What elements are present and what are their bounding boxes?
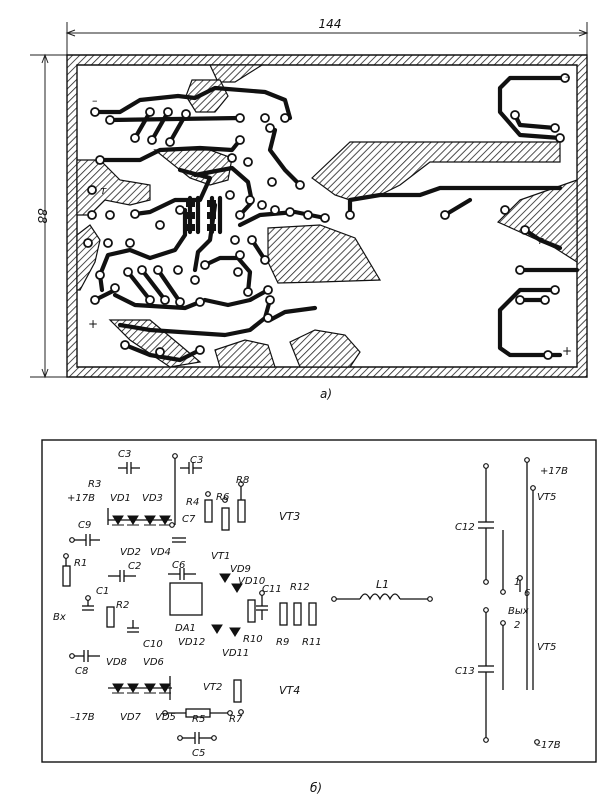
label-C12: C12 [455,522,475,533]
label-C2: C2 [128,561,141,572]
pcb-plus-right: + [562,344,572,358]
schematic-caption: б) [310,781,322,795]
label-L1: L1 [376,578,389,591]
label-R9: R9 [276,637,289,648]
label-C3a: C3 [118,449,131,460]
label-m17: –17В [70,712,95,723]
pcb-caption: а) [320,387,332,401]
label-C1: C1 [96,586,109,597]
schematic-labels: C3 C3 R3 R8 +17В VD1 VD3 R4 R6 C9 C7 VT3… [53,449,568,759]
label-VD1: VD1 [110,493,131,504]
label-p17r: +17В [540,466,568,477]
schematic-diodes [112,515,243,694]
dim-width-label: 144 [319,17,342,31]
label-R4: R4 [186,497,199,508]
copper-pours [76,64,578,368]
label-VD10: VD10 [238,576,265,587]
label-R11: R11 [302,637,322,648]
label-VT3: VT3 [279,510,300,523]
label-Bx: Вх [53,612,66,623]
pcb-minus-right: – [565,70,571,83]
schematic-terminals [63,453,540,745]
pcb-t-left: т [100,184,107,197]
pcb-ic-pads [186,200,216,231]
label-VT5b: VT5 [537,642,556,653]
label-C6: C6 [172,560,185,571]
label-C3b: C3 [190,455,203,466]
pcb-pads [83,73,570,360]
label-VD6: VD6 [143,657,164,668]
label-R6: R6 [216,492,229,503]
label-out6: 6 [524,588,530,599]
label-out2: 2 [514,620,520,631]
label-VD5: VD5 [155,712,176,723]
label-Vyx: Вых [508,606,529,617]
label-p17: +17В [67,493,95,504]
label-C8: C8 [75,666,88,677]
label-out1: 1 [514,577,520,588]
label-R7: R7 [229,714,243,725]
label-VT2: VT2 [203,682,222,693]
label-C9: C9 [78,520,91,531]
schematic-drawing: C3 C3 R3 R8 +17В VD1 VD3 R4 R6 C9 C7 VT3… [41,439,597,795]
label-C11: C11 [262,584,282,595]
label-VD2: VD2 [120,547,141,558]
label-R8: R8 [236,475,249,486]
label-R12: R12 [290,582,310,593]
schematic-wires [62,458,534,744]
label-DA1: DA1 [175,623,196,634]
label-R5: R5 [192,714,205,725]
label-C13: C13 [455,666,475,677]
label-VT1: VT1 [211,551,230,562]
pcb-plus-left: + [88,317,98,331]
dim-height-label: 88 [35,208,49,224]
dimension-height [30,53,68,379]
pcb-minus-left: – [92,94,98,107]
pcb-t-right: т [537,234,544,247]
label-C5: C5 [192,748,205,759]
label-VD9: VD9 [230,564,251,575]
label-R1: R1 [74,558,87,569]
label-C10: C10 [143,639,163,650]
label-VD11: VD11 [222,648,249,659]
label-R2: R2 [116,600,129,611]
label-VT4: VT4 [279,684,300,697]
label-VT5a: VT5 [537,492,556,503]
label-VD4: VD4 [150,547,171,558]
dimension-width [65,22,589,55]
label-m17r: –17В [536,740,561,751]
schematic-frame [41,439,597,763]
label-C7: C7 [182,514,196,525]
label-VD8: VD8 [106,657,127,668]
pcb-drawing: 144 88 [30,17,589,401]
label-R10: R10 [243,634,263,645]
label-R3: R3 [88,479,101,490]
label-VD3: VD3 [142,493,163,504]
label-VD12: VD12 [178,637,205,648]
label-VD7: VD7 [120,712,142,723]
